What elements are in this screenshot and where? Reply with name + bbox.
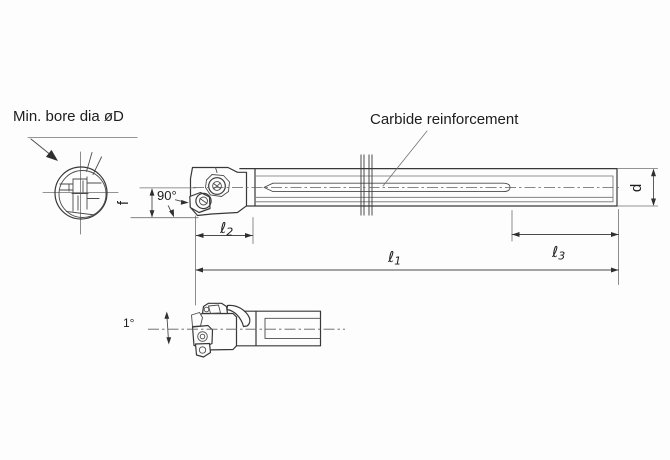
shank-outline [239,168,618,207]
l2-arrow-right [245,233,253,238]
clamp-screw-outer [208,177,226,195]
l1-arrow-left [195,267,203,273]
min-bore-arrowhead [45,149,58,161]
l1-arrow-right [611,267,619,273]
bottom-clamp-screw [203,306,210,313]
insert-screw-slot [199,197,208,205]
dimension-l1: ℓ1 [195,209,619,285]
bottom-shank-flat [264,317,321,339]
bottom-clamp-lever [226,304,251,328]
dimension-f: f [115,187,199,219]
angle-90-label: 90° [157,188,177,203]
bottom-insert-screw-outer [197,331,208,342]
bottom-clamp-inner [207,304,222,314]
bottom-insert-lower [194,342,212,358]
dimension-l3: ℓ3 [511,210,619,263]
l1-label: ℓ1 [387,248,401,268]
min-bore-callout: Min. bore dia øD [13,108,138,161]
d-arrow-down [651,198,656,206]
l2-arrow-left [196,233,204,238]
angle-90-arrow-right [180,199,189,205]
insert-screw-inner [199,196,208,206]
angle-1-arrow-down [166,337,172,345]
min-bore-leader-line [30,138,53,157]
angle-90-arrow-down [169,209,174,218]
angle-1-label: 1° [123,316,135,330]
bottom-insert-body [191,324,214,348]
break-lines [360,154,373,216]
f-label: f [115,200,132,205]
dimension-l2: ℓ2 [195,217,254,244]
f-arrow-up [149,188,155,196]
d-label: d [628,184,645,192]
dimension-1deg: 1° [123,311,172,345]
bottom-view: 1° [123,215,345,358]
dimension-d: d [617,168,658,207]
l3-label: ℓ3 [551,243,565,263]
d-extension-lines [617,168,658,207]
tip-projection-lines [85,151,103,176]
bore-inner-circle [58,170,107,218]
clamp-body [205,174,230,197]
l3-arrow-left [512,232,520,237]
bore-outer-circle [54,166,108,220]
bottom-insert-tip [191,312,203,327]
min-bore-label: Min. bore dia øD [13,108,124,125]
bottom-insert-lower-screw [198,346,207,354]
l3-arrow-right [611,232,619,237]
shank-inner-lines [254,175,614,203]
angle-1-arrow-up [164,311,170,319]
f-extension-lines [130,187,199,219]
f-arrow-down [149,210,155,218]
d-arrow-up [651,168,656,177]
carbide-label: Carbide reinforcement [370,111,519,128]
main-view [189,154,621,217]
dimension-90deg: 90° [157,188,189,218]
carbide-leader-line [382,130,428,187]
insert-screw-outer [195,192,212,210]
carbide-callout: Carbide reinforcement [370,111,519,187]
end-view-insert-detail [59,176,102,216]
l2-label: ℓ2 [219,219,233,239]
bottom-insert-screw-inner [199,333,206,340]
end-view [42,151,119,235]
clamp-screw-inner [212,181,222,191]
bottom-shank-outline [232,310,322,347]
dimensions: f 90° ℓ2 ℓ1 [115,168,658,285]
